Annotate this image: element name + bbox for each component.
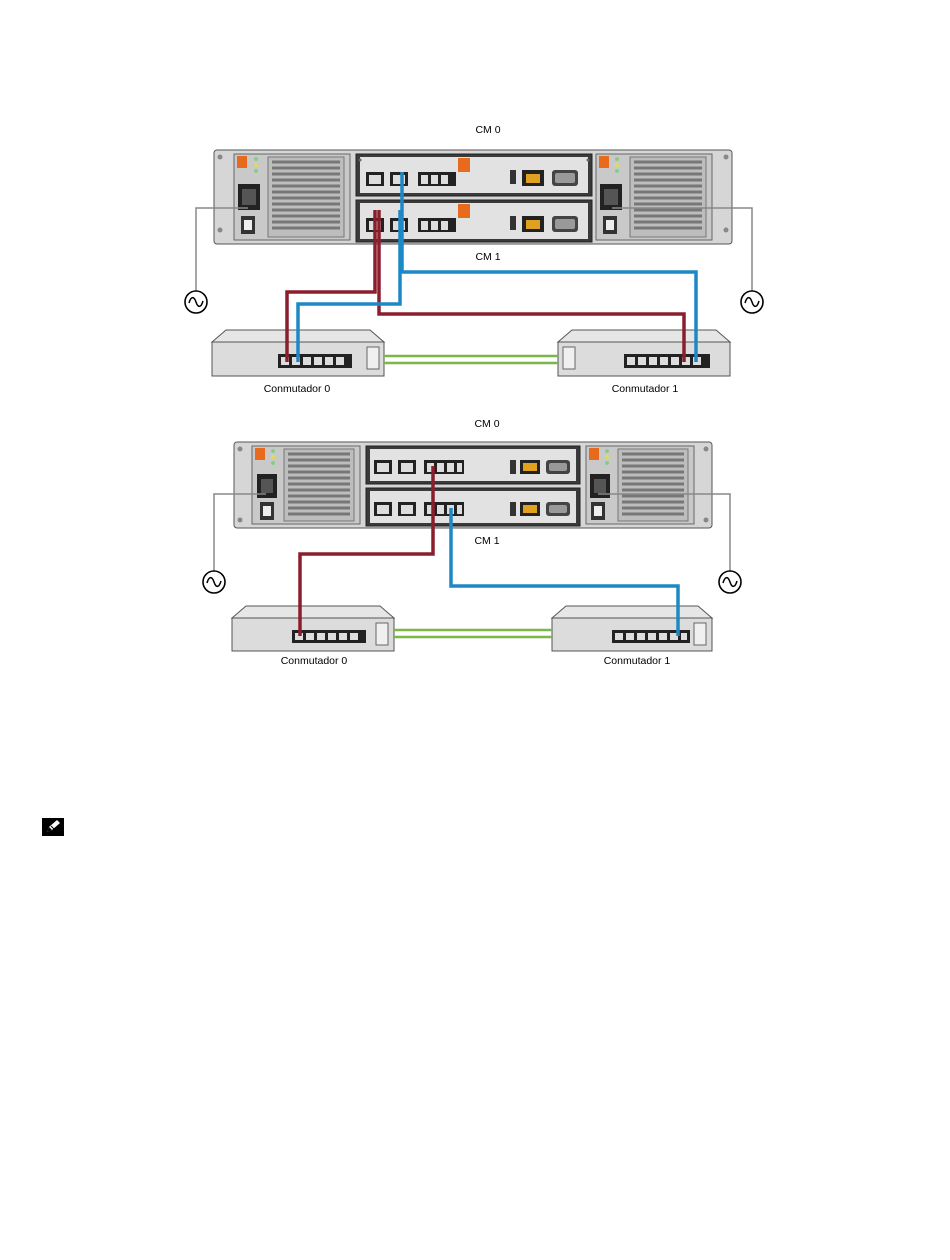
array-chassis-1 xyxy=(214,150,732,244)
ac-power-icon xyxy=(741,291,763,313)
power-supply-left xyxy=(234,154,350,240)
note-pencil-icon xyxy=(42,818,64,836)
switch-1 xyxy=(552,606,712,651)
ac-power-icon xyxy=(719,571,741,593)
diagram2 xyxy=(0,430,950,690)
control-module-1 xyxy=(366,488,580,526)
switch-1 xyxy=(558,330,730,376)
control-module-0 xyxy=(356,154,592,196)
inter-switch-link xyxy=(384,356,558,363)
array-chassis-2 xyxy=(234,442,712,528)
control-module-1 xyxy=(356,200,592,242)
diagram2-cm0-label: CM 0 xyxy=(474,418,499,430)
switch-0 xyxy=(232,606,394,651)
diagram1 xyxy=(0,0,950,420)
ac-power-icon xyxy=(203,571,225,593)
ac-power-icon xyxy=(185,291,207,313)
control-module-0 xyxy=(366,446,580,484)
power-supply-left xyxy=(252,446,360,524)
power-supply-right xyxy=(596,154,712,240)
inter-switch-link xyxy=(394,630,552,637)
power-supply-right xyxy=(586,446,694,524)
